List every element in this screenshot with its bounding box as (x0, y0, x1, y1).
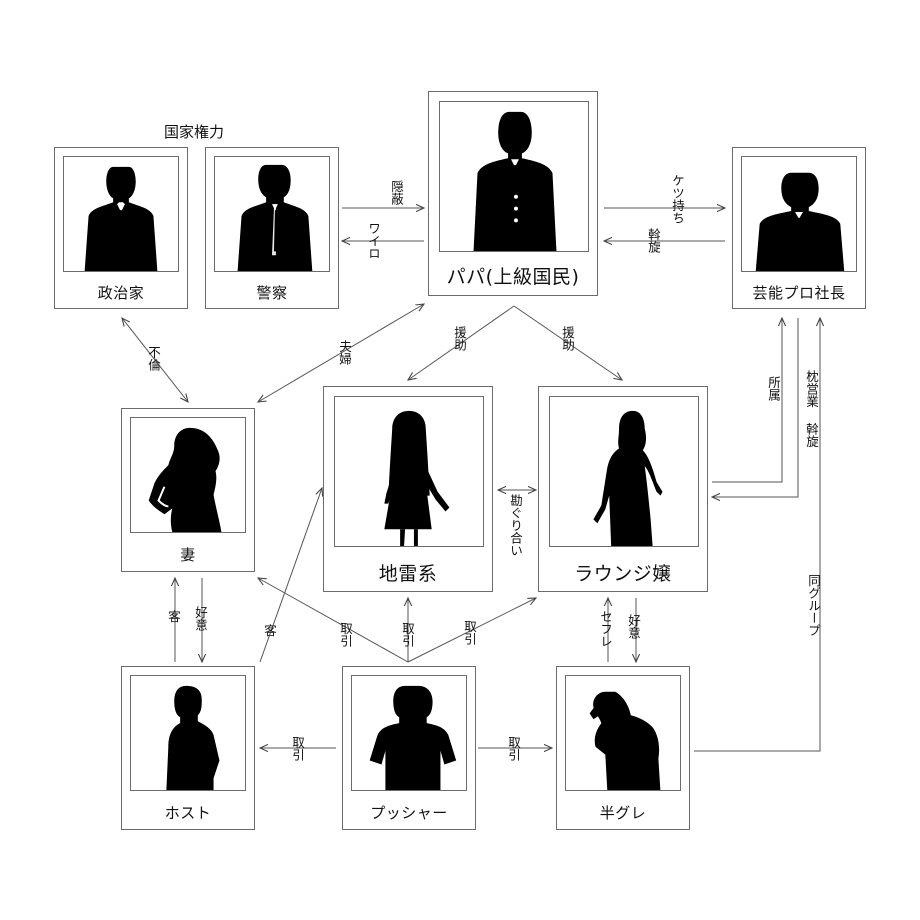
edge-label-kyaku2: 客 (262, 624, 277, 637)
jirai-label: 地雷系 (378, 563, 438, 585)
police-photo (214, 156, 330, 272)
node-politician: 政治家 (54, 147, 188, 309)
edge-label-doug: 同グループ (806, 574, 821, 637)
edge-label-koui1: 好意 (193, 606, 208, 631)
papa-label: パパ(上級国民) (446, 266, 580, 288)
node-president: 芸能プロ社長 (732, 147, 866, 309)
man-tshirt-silhouette-icon (369, 685, 457, 790)
edge-label-tori-lounge: 取引 (462, 620, 477, 645)
node-host: ホスト (121, 666, 255, 830)
president-label: 芸能プロ社長 (752, 284, 846, 302)
jirai-photo (334, 396, 484, 547)
arrow-tori-lounge (407, 598, 536, 663)
man-suit-silhouette-icon (755, 172, 845, 271)
edge-label-kyaku1: 客 (166, 610, 181, 623)
node-papa: パパ(上級国民) (428, 91, 598, 296)
woman-silhouette-icon (148, 427, 222, 532)
president-photo (741, 156, 857, 272)
arrow-tori-wife (258, 578, 409, 663)
node-police: 警察 (205, 147, 339, 309)
woman-dress-silhouette-icon (593, 410, 663, 546)
politician-photo (63, 156, 179, 272)
arrow-enjo-right (513, 305, 622, 380)
host-photo (130, 675, 246, 791)
edge-label-sefure: セフレ (598, 610, 613, 648)
pusher-photo (351, 675, 467, 791)
edge-label-makura: 枕営業 斡旋 (804, 370, 819, 448)
police-label: 警察 (256, 284, 288, 302)
arrow-couple (258, 304, 424, 402)
arrow-enjo-left (408, 305, 515, 380)
host-label: ホスト (164, 804, 212, 822)
edge-label-koui2: 好意 (626, 614, 641, 639)
wife-label: 妻 (180, 546, 196, 564)
edge-label-couple: 夫婦 (337, 340, 352, 365)
edge-label-bribe: ワイロ (366, 222, 381, 260)
arrow-shozoku (712, 318, 782, 483)
papa-photo (439, 101, 589, 252)
man-suit-silhouette-icon (84, 166, 158, 271)
group-title-state-power: 国家権力 (164, 123, 225, 141)
lounge-label: ラウンジ嬢 (574, 563, 672, 585)
edge-label-ketsu: ケツ持ち (670, 174, 685, 224)
man-silhouette-icon (166, 685, 220, 790)
arrow-kyaku2 (259, 488, 322, 663)
edge-label-shozoku: 所属 (766, 376, 781, 401)
edge-label-hush: 隠蔽 (389, 180, 404, 205)
node-pusher: プッシャー (342, 666, 476, 830)
edge-label-tori-host: 取引 (290, 736, 305, 761)
edge-label-tori-jirai: 取引 (400, 622, 415, 647)
edge-label-affair: 不倫 (146, 346, 161, 371)
edge-label-tori-hangure: 取引 (506, 736, 521, 761)
man-suit-silhouette-icon (473, 111, 557, 251)
arrow-affair (122, 318, 188, 402)
girl-twintail-silhouette-icon (384, 410, 450, 546)
node-lounge: ラウンジ嬢 (538, 386, 708, 592)
node-hangure: 半グレ (556, 666, 690, 830)
wife-photo (130, 417, 246, 533)
lounge-photo (549, 396, 699, 547)
edge-label-enjo-left: 援助 (452, 326, 467, 351)
arrow-doug (694, 318, 820, 752)
edge-label-enjo-right: 援助 (560, 326, 575, 351)
arrow-makura (712, 318, 799, 497)
edge-label-assen: 斡旋 (646, 228, 661, 253)
edge-label-tori-wife: 取引 (338, 622, 353, 647)
politician-label: 政治家 (97, 284, 145, 302)
node-wife: 妻 (121, 408, 255, 572)
pusher-label: プッシャー (370, 804, 448, 822)
man-suit-silhouette-icon (237, 164, 313, 271)
edge-label-kanguri: 勘ぐり合い (508, 494, 523, 557)
man-hoodie-silhouette-icon (589, 691, 661, 790)
hangure-label: 半グレ (599, 804, 647, 822)
hangure-photo (565, 675, 681, 791)
node-jirai: 地雷系 (323, 386, 493, 592)
